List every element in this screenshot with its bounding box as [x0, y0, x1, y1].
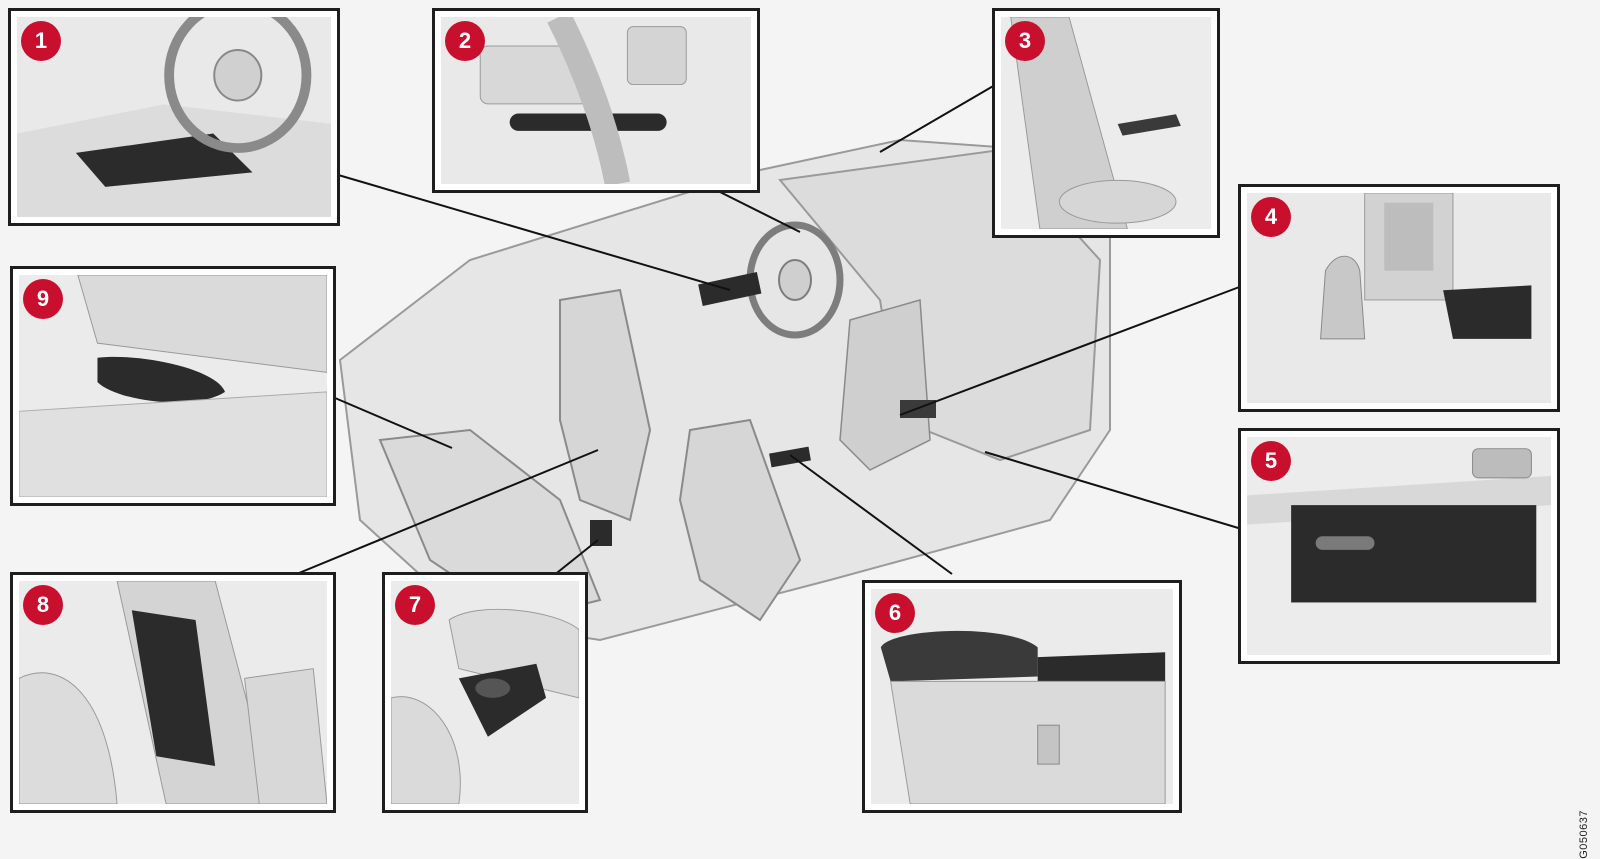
detail-panel-5: 5 [1238, 428, 1560, 664]
callout-badge-3: 3 [1005, 21, 1045, 61]
callout-badge-6: 6 [875, 593, 915, 633]
glovebox-drawing [1247, 437, 1551, 655]
car-interior-illustration [281, 84, 1256, 642]
center-console [839, 299, 931, 471]
callout-badge-9: 9 [23, 279, 63, 319]
rear-door-storage-drawing [19, 275, 327, 497]
leader-lines [281, 84, 1256, 581]
detail-panel-8: 8 [10, 572, 336, 813]
callout-badge-4: 4 [1251, 197, 1291, 237]
callout-badge-5: 5 [1251, 441, 1291, 481]
front-seat-left [559, 288, 652, 522]
detail-panel-7: 7 [382, 572, 588, 813]
under-wheel-compartment-drawing [441, 17, 751, 184]
callout-badge-7: 7 [395, 585, 435, 625]
car-cutaway-drawing [281, 84, 1256, 642]
detail-panel-3: 3 [992, 8, 1220, 238]
detail-panel-4: 4 [1238, 184, 1560, 412]
detail-panel-2: 2 [432, 8, 760, 193]
callout-badge-1: 1 [21, 21, 61, 61]
detail-panel-1: 1 [8, 8, 340, 226]
seat-back-pocket-drawing [19, 581, 327, 804]
callout-badge-2: 2 [445, 21, 485, 61]
door-panel-storage-drawing [17, 17, 331, 217]
detail-panel-6: 6 [862, 580, 1182, 813]
callout-badge-8: 8 [23, 585, 63, 625]
tunnel-console-storage-drawing [1247, 193, 1551, 403]
figure-code: G050637 [1578, 810, 1590, 859]
detail-panel-9: 9 [10, 266, 336, 506]
front-seat-right [678, 418, 802, 622]
armrest-storage-drawing [871, 589, 1173, 804]
rear-cup-holder-drawing [391, 581, 579, 804]
